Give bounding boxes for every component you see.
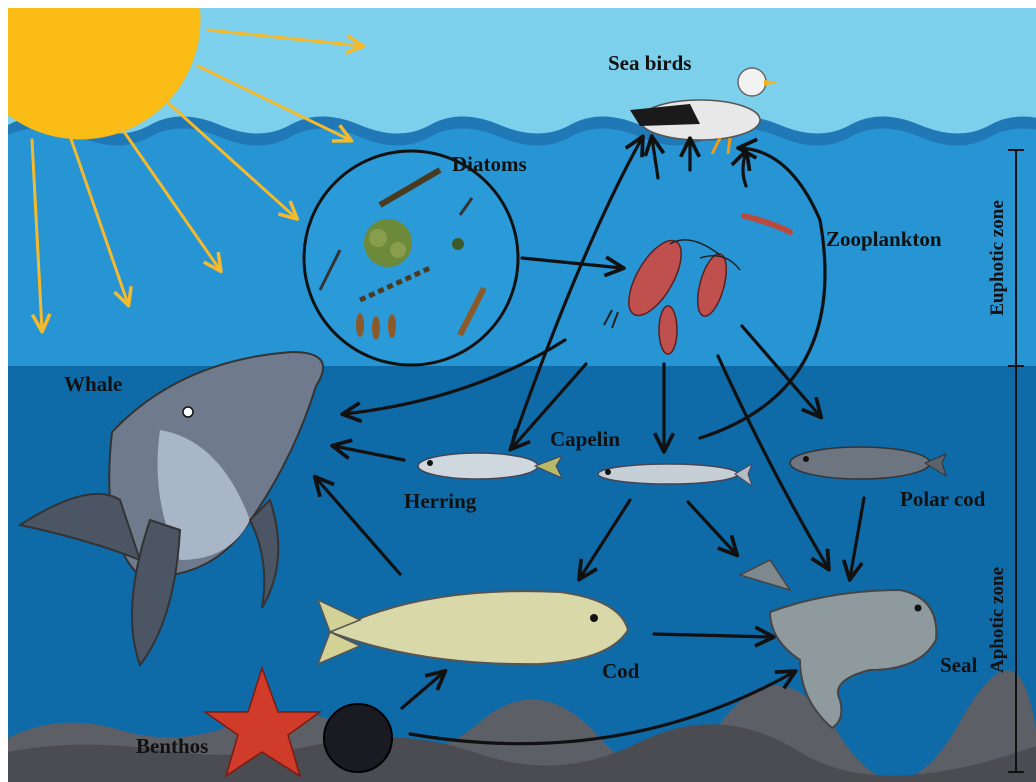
label-capelin: Capelin — [550, 427, 620, 451]
label-zooplankton: Zooplankton — [826, 227, 942, 251]
label-herring: Herring — [404, 489, 477, 513]
zone-label-euphotic: Euphotic zone — [987, 200, 1008, 316]
label-seal: Seal — [940, 653, 978, 677]
label-polar-cod: Polar cod — [900, 487, 986, 511]
diatoms-illustration — [304, 151, 518, 365]
label-diatoms: Diatoms — [452, 152, 527, 176]
label-sea-birds: Sea birds — [608, 51, 691, 75]
label-whale: Whale — [64, 372, 122, 396]
label-cod: Cod — [602, 659, 640, 683]
label-benthos: Benthos — [136, 734, 208, 758]
zone-label-aphotic: Aphotic zone — [987, 567, 1008, 673]
